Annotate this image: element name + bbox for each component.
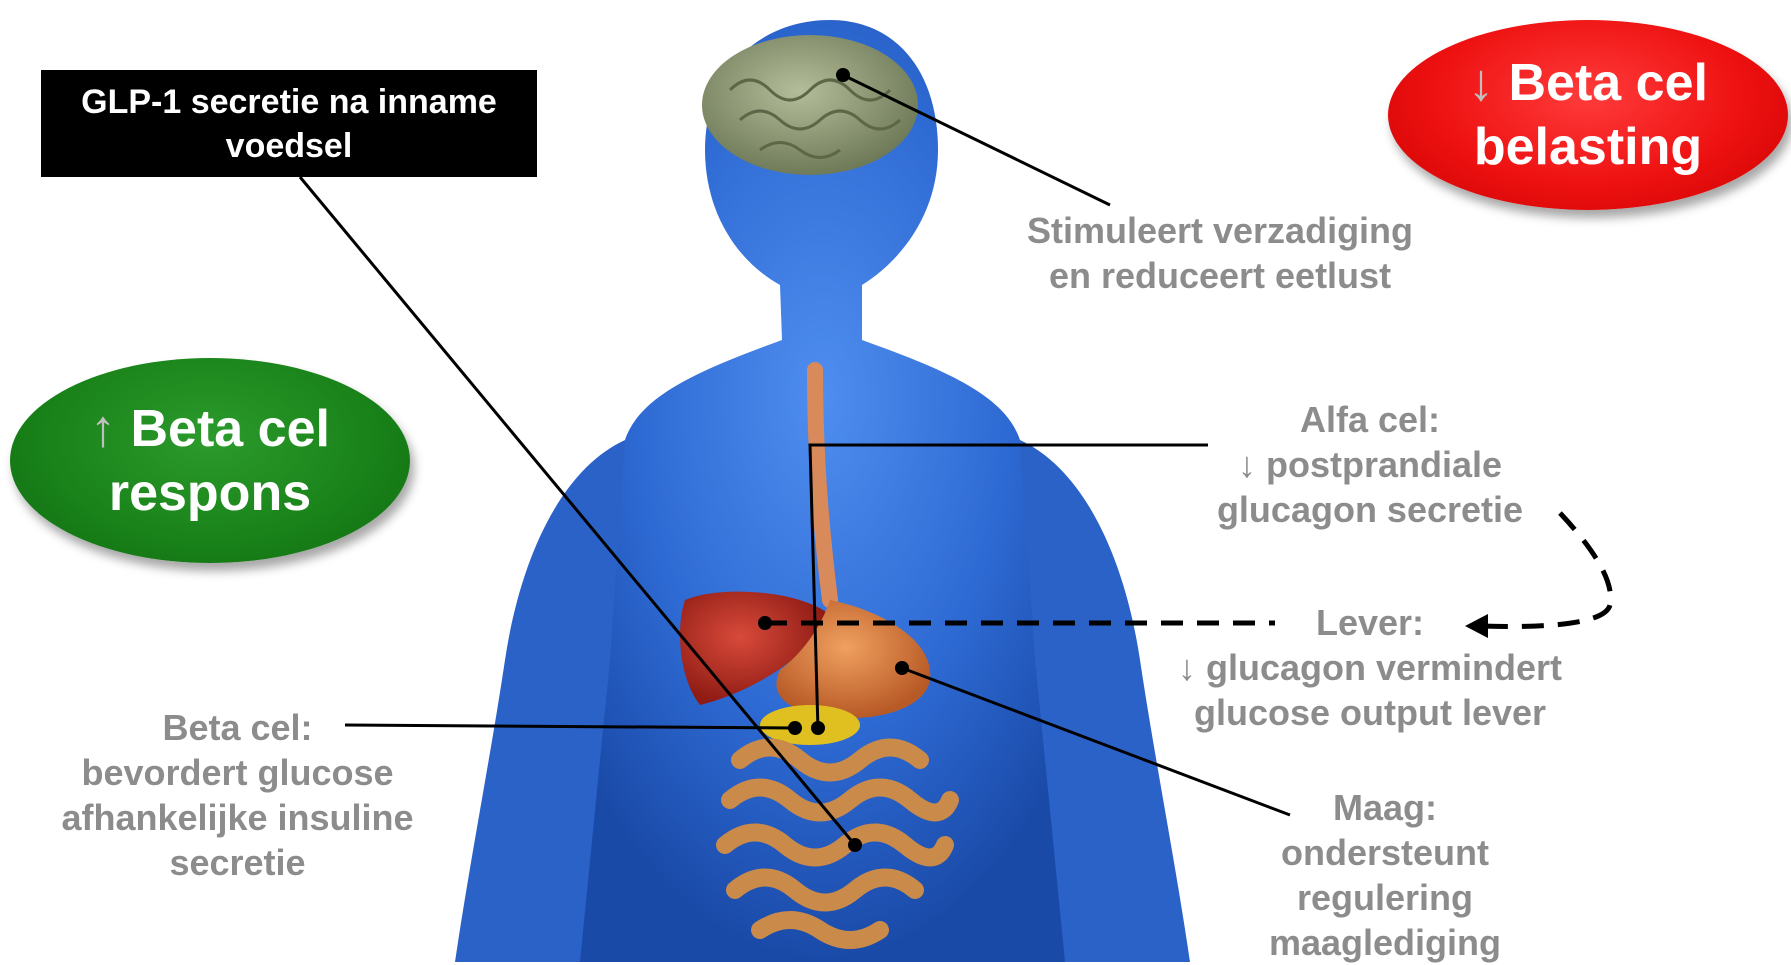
arrow-up-icon: ↑: [90, 400, 116, 458]
label-alpha-line1: Alfa cel:: [1190, 397, 1550, 442]
beta-cel-belasting-bubble: ↓ Beta cel belasting: [1388, 20, 1788, 210]
label-stomach: Maag: ondersteunt regulering maagledigin…: [1220, 785, 1550, 965]
bubble-green-line2: respons: [109, 461, 311, 525]
label-beta-line2: bevordert glucose: [40, 750, 435, 795]
label-beta-line3: afhankelijke insuline: [40, 795, 435, 840]
label-liver-line3: glucose output lever: [1155, 690, 1585, 735]
label-liver-line2: ↓ glucagon vermindert: [1155, 645, 1585, 690]
glp1-callout-line2: voedsel: [226, 127, 353, 165]
label-brain: Stimuleert verzadiging en reduceert eetl…: [980, 208, 1460, 298]
label-alpha-cell: Alfa cel: ↓ postprandiale glucagon secre…: [1190, 397, 1550, 532]
bubble-red-line2: belasting: [1474, 115, 1702, 179]
label-stomach-line3: regulering: [1220, 875, 1550, 920]
label-liver: Lever: ↓ glucagon vermindert glucose out…: [1155, 600, 1585, 735]
label-stomach-line4: maaglediging: [1220, 920, 1550, 965]
arrow-down-icon: ↓: [1468, 54, 1494, 112]
label-alpha-line3: glucagon secretie: [1190, 487, 1550, 532]
label-brain-line2: en reduceert eetlust: [980, 253, 1460, 298]
label-beta-line1: Beta cel:: [40, 705, 435, 750]
beta-cel-respons-bubble: ↑ Beta cel respons: [10, 358, 410, 563]
glp1-callout-box: GLP-1 secretie na inname voedsel: [41, 70, 537, 177]
label-beta-line4: secretie: [40, 840, 435, 885]
bubble-green-line1: Beta cel: [131, 400, 330, 458]
label-stomach-line1: Maag:: [1220, 785, 1550, 830]
label-stomach-line2: ondersteunt: [1220, 830, 1550, 875]
label-brain-line1: Stimuleert verzadiging: [980, 208, 1460, 253]
label-alpha-line2: ↓ postprandiale: [1190, 442, 1550, 487]
label-beta-cell: Beta cel: bevordert glucose afhankelijke…: [40, 705, 435, 885]
glp1-callout-line1: GLP-1 secretie na inname: [81, 83, 497, 121]
bubble-red-line1: Beta cel: [1509, 54, 1708, 112]
label-liver-line1: Lever:: [1155, 600, 1585, 645]
